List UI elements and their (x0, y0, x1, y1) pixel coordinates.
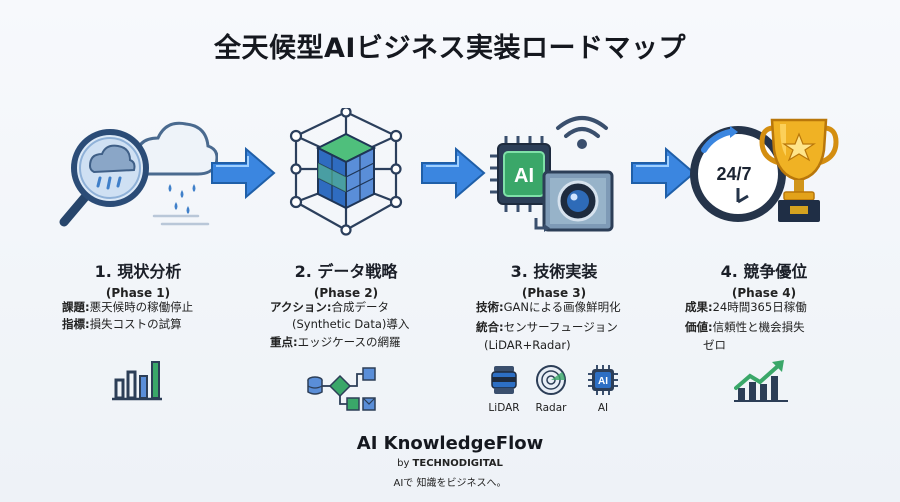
radar-icon (536, 365, 566, 395)
footer-tagline: AIで 知識をビジネスへ。 (393, 478, 507, 489)
phase-title: 4. 競争優位 (720, 262, 808, 281)
detail-value: 損失コストの試算 (89, 317, 182, 332)
phase-4-heading: 4. 競争優位 (Phase 4) (654, 258, 874, 300)
phase-subtitle: (Phase 1) (105, 286, 171, 300)
clock-icon: 24/7 (690, 126, 786, 222)
phase-2-details: アクション: 合成データ (Synthetic Data)導入 重点: エッジケ… (270, 299, 409, 351)
footer-by-prefix: by (397, 458, 413, 469)
detail-value: 合成データ (331, 300, 390, 314)
detail-value: センサーフュージョン (503, 320, 618, 335)
detail-value: GANによる画像鮮明化 (503, 300, 621, 314)
ai-chip-mini-icon: AI (588, 365, 618, 395)
rain-cloud-icon (134, 121, 218, 226)
detail-label: 課題: (62, 300, 90, 314)
phase-title: 3. 技術実装 (510, 262, 598, 281)
detail-label: 技術: (476, 300, 504, 314)
sensor-label-ai: AI (597, 402, 609, 414)
detail-label: 成果: (685, 300, 713, 314)
phase-subtitle: (Phase 2) (313, 286, 379, 300)
detail-value: エッジケースの網羅 (297, 334, 401, 349)
magnifier-rain-cloud-icon (59, 121, 218, 227)
arrow-right-icon (631, 146, 696, 200)
page-title: 全天候型AIビジネス実装ロードマップ (214, 33, 686, 64)
camera-icon (534, 170, 614, 232)
detail-row: 指標: 損失コストの試算 (62, 316, 193, 333)
ai-chip-camera-icon: AI (490, 116, 614, 232)
database-icon (307, 376, 323, 395)
phase-4-details: 成果: 24時間365日稼働 価値: 信頼性と機会損失 ゼロ (685, 299, 807, 354)
detail-row: 統合: センサーフュージョン (476, 319, 621, 336)
phase-1-heading: 1. 現状分析 (Phase 1) (28, 258, 248, 300)
phase-1-details: 課題: 悪天候時の稼働停止 指標: 損失コストの試算 (62, 299, 193, 334)
detail-value: 信頼性と機会損失 (712, 320, 805, 335)
magnifier-icon (59, 129, 149, 227)
wifi-icon (556, 116, 608, 149)
trophy-icon (759, 118, 839, 222)
phase-title: 1. 現状分析 (94, 262, 182, 281)
detail-label: アクション: (270, 300, 332, 314)
sensor-label-lidar: LiDAR (488, 402, 520, 414)
clock-trophy-icon: 24/7 (690, 118, 839, 222)
detail-label: 指標: (62, 317, 90, 332)
detail-label: 重点: (270, 334, 298, 349)
mini-chip-label: AI (598, 376, 608, 387)
bar-chart-icon (112, 361, 162, 401)
footer-byline: by TECHNODIGITAL (0, 458, 900, 469)
footer-company: TECHNODIGITAL (412, 458, 503, 469)
detail-row: (Synthetic Data)導入 (270, 316, 409, 333)
detail-row: 成果: 24時間365日稼働 (685, 299, 807, 316)
data-cube-network-icon (289, 108, 403, 236)
detail-label: 統合: (476, 320, 504, 335)
phase-title: 2. データ戦略 (294, 262, 398, 281)
phase-2-heading: 2. データ戦略 (Phase 2) (236, 258, 456, 300)
phase-subtitle: (Phase 4) (731, 286, 797, 300)
lidar-icon (491, 366, 517, 394)
chip-label: AI (514, 165, 534, 187)
growth-chart-icon (734, 360, 788, 402)
arrow-right-icon (421, 146, 486, 200)
detail-value: ゼロ (703, 337, 726, 352)
clock-label: 24/7 (716, 164, 751, 184)
detail-value: 悪天候時の稼働停止 (89, 300, 194, 314)
detail-row: 技術: GANによる画像鮮明化 (476, 299, 621, 316)
arrow-right-icon (211, 146, 276, 200)
detail-value: (LiDAR+Radar) (484, 337, 571, 352)
phase-3-details: 技術: GANによる画像鮮明化 統合: センサーフュージョン (LiDAR+Ra… (476, 299, 621, 354)
detail-row: 課題: 悪天候時の稼働停止 (62, 299, 193, 316)
detail-row: (LiDAR+Radar) (476, 337, 621, 354)
phase-3-heading: 3. 技術実装 (Phase 3) (444, 258, 664, 300)
data-flow-diagram-icon (307, 367, 376, 411)
detail-row: 重点: エッジケースの網羅 (270, 334, 409, 351)
sensor-label-radar: Radar (535, 402, 567, 414)
detail-row: アクション: 合成データ (270, 299, 409, 316)
phase-subtitle: (Phase 3) (521, 286, 587, 300)
detail-label: 価値: (685, 320, 713, 335)
detail-row: ゼロ (685, 337, 807, 354)
detail-value: (Synthetic Data)導入 (292, 317, 410, 332)
chip-icon: AI (490, 136, 551, 212)
detail-value: 24時間365日稼働 (712, 300, 807, 314)
detail-row: 価値: 信頼性と機会損失 (685, 319, 807, 336)
footer-brand: AI KnowledgeFlow (356, 433, 544, 454)
